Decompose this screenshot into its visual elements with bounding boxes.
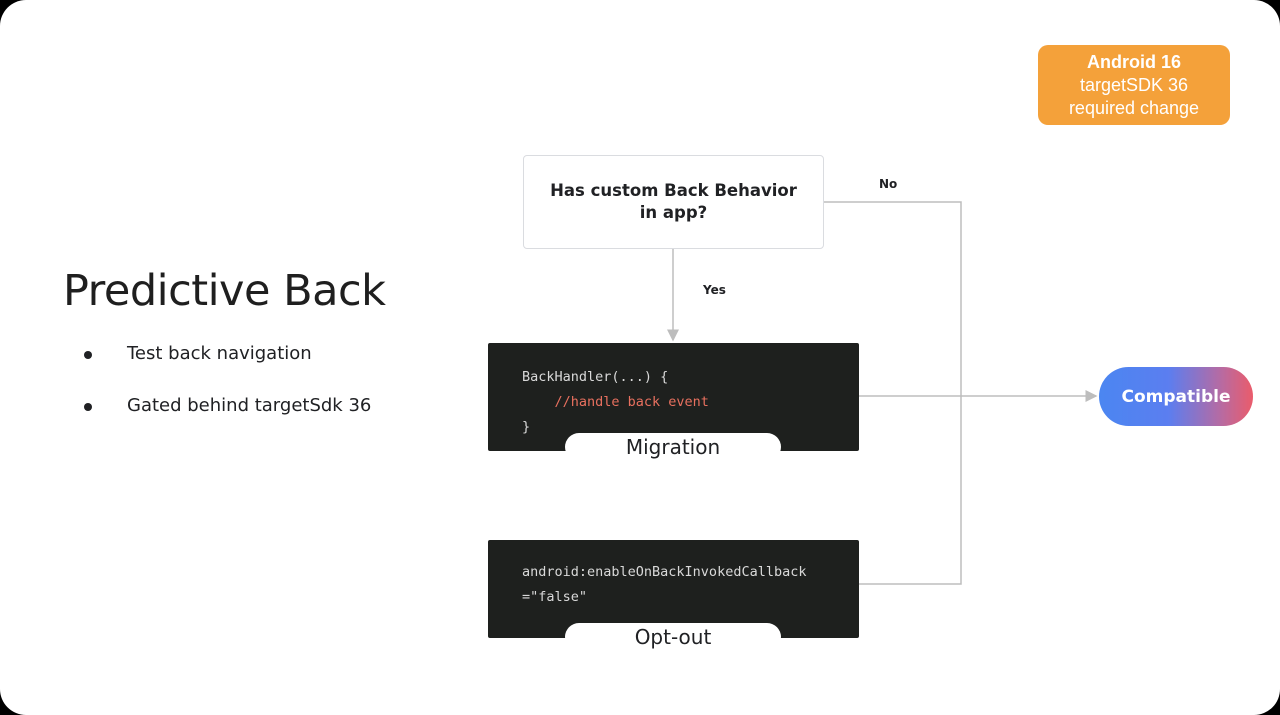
- optout-code-box: android:enableOnBackInvokedCallback ="fa…: [488, 540, 859, 638]
- connector-no: [824, 201, 962, 585]
- optout-code-line-1: android:enableOnBackInvokedCallback: [522, 564, 807, 580]
- migration-code-line-2: //handle back event: [522, 394, 709, 410]
- edge-label-no: No: [879, 177, 898, 191]
- bullet-dot-icon: [84, 403, 92, 411]
- migration-code-line-1: BackHandler(...) {: [522, 369, 669, 385]
- bullet-dot-icon: [84, 351, 92, 359]
- migration-code-box: BackHandler(...) { //handle back event }: [488, 343, 859, 451]
- migration-code-line-3: }: [522, 419, 531, 435]
- optout-code-line-2: ="false": [522, 589, 588, 605]
- migration-label: Migration: [565, 433, 781, 461]
- slide-title: Predictive Back: [63, 266, 386, 316]
- badge-line-required-change: required change: [1068, 97, 1200, 118]
- bullet-text: Gated behind targetSdk 36: [127, 395, 372, 416]
- optout-label: Opt-out: [565, 623, 781, 651]
- compatible-result-pill: Compatible: [1099, 367, 1253, 426]
- decision-line2: in app?: [639, 203, 708, 222]
- android-16-badge: Android 16 targetSDK 36 required change: [1038, 45, 1230, 125]
- decision-box: Has custom Back Behavior in app?: [523, 155, 824, 249]
- bullet-text: Test back navigation: [127, 343, 312, 364]
- badge-line-android-version: Android 16: [1086, 51, 1181, 72]
- edge-label-yes: Yes: [703, 283, 726, 297]
- badge-line-target-sdk: targetSDK 36: [1079, 74, 1189, 95]
- decision-line1: Has custom Back Behavior: [550, 181, 797, 200]
